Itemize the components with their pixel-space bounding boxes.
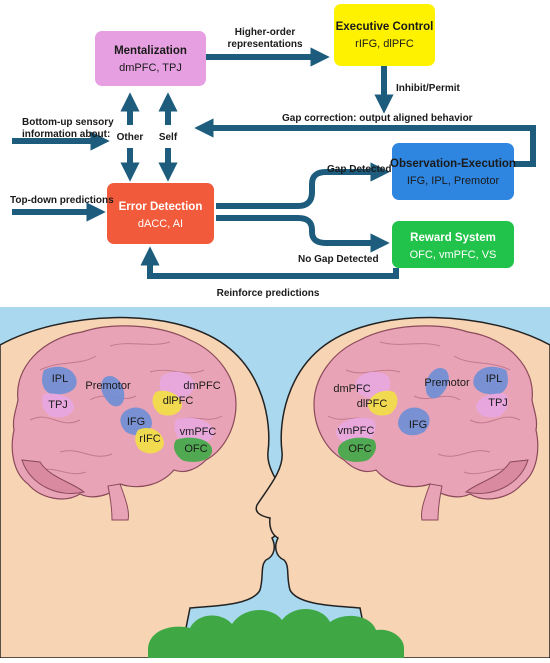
- mentalization-box: Mentalization dmPFC, TPJ: [95, 31, 206, 86]
- executive-title: Executive Control: [336, 21, 434, 33]
- label-gap-detected: Gap Detected: [327, 164, 391, 175]
- left-label-ipl: IPL: [52, 373, 69, 385]
- left-label-rifc: rIFC: [139, 433, 160, 445]
- arrow-reinforce-predictions: [140, 246, 399, 279]
- right-label-tpj: TPJ: [488, 397, 508, 409]
- mentalization-title: Mentalization: [114, 45, 187, 57]
- error-regions: dACC, AI: [138, 218, 183, 230]
- label-top-down: Top-down predictions: [10, 195, 114, 206]
- arrow-gap-correction: [194, 118, 536, 167]
- label-higher-order: Higher-order: [235, 27, 296, 38]
- error-title: Error Detection: [119, 201, 203, 213]
- right-label-dmpfc: dmPFC: [333, 383, 370, 395]
- arrow-gap-detected: [216, 162, 390, 209]
- right-label-vmpfc: vmPFC: [338, 425, 375, 437]
- left-region-vmpfc: [174, 417, 214, 445]
- grass: [148, 608, 404, 658]
- right-region-premotor: [425, 367, 449, 399]
- right-label-ifg: IFG: [409, 419, 427, 431]
- right-label-ofc: OFC: [348, 443, 371, 455]
- flow-diagram: Mentalization dmPFC, TPJ Executive Contr…: [10, 4, 536, 299]
- right-region-ipl: [473, 366, 508, 395]
- mentalization-regions: dmPFC, TPJ: [119, 62, 182, 74]
- observation-regions: IFG, IPL, Premotor: [407, 175, 500, 187]
- observation-title: Observation-Execution: [390, 158, 516, 170]
- brain-illustration: IPL TPJ Premotor dmPFC dlPFC IFG rIFC vm…: [0, 307, 550, 659]
- left-label-ifg: IFG: [127, 416, 145, 428]
- right-region-vmpfc: [336, 417, 376, 445]
- left-label-vmpfc: vmPFC: [180, 426, 217, 438]
- executive-regions: rIFG, dlPFC: [355, 38, 414, 50]
- left-label-dmpfc: dmPFC: [183, 380, 220, 392]
- reward-system-box: Reward System OFC, vmPFC, VS: [392, 221, 514, 268]
- right-region-ifg: [398, 407, 430, 436]
- left-region-ipl: [42, 366, 77, 395]
- right-brain-folds: [327, 341, 521, 475]
- left-region-dlpfc: [152, 390, 182, 416]
- right-label-premotor: Premotor: [424, 377, 470, 389]
- executive-control-box: Executive Control rIFG, dlPFC: [334, 4, 435, 66]
- label-representations: representations: [227, 39, 302, 50]
- right-brain: IPL TPJ Premotor dmPFC dlPFC IFG vmPFC O…: [313, 325, 539, 521]
- left-label-tpj: TPJ: [48, 399, 68, 411]
- label-gap-correction: Gap correction: output aligned behavior: [282, 113, 473, 124]
- left-brain: IPL TPJ Premotor dmPFC dlPFC IFG rIFC vm…: [11, 325, 237, 521]
- label-self: Self: [159, 132, 178, 143]
- reward-title: Reward System: [410, 232, 496, 244]
- right-region-ofc: [337, 437, 376, 462]
- arrow-no-gap-detected: [216, 215, 390, 253]
- left-label-ofc: OFC: [184, 443, 207, 455]
- label-inhibit-permit: Inhibit/Permit: [396, 83, 461, 94]
- right-region-tpj: [476, 393, 508, 418]
- left-label-dlpfc: dlPFC: [163, 395, 194, 407]
- observation-execution-box: Observation-Execution IFG, IPL, Premotor: [390, 143, 516, 200]
- left-label-premotor: Premotor: [85, 380, 131, 392]
- label-bottom-up-1: Bottom-up sensory: [22, 117, 114, 128]
- right-label-ipl: IPL: [486, 373, 503, 385]
- left-region-ofc: [174, 437, 213, 462]
- label-bottom-up-2: information about:: [22, 129, 110, 140]
- right-label-dlpfc: dlPFC: [357, 398, 388, 410]
- error-detection-box: Error Detection dACC, AI: [107, 183, 214, 244]
- label-no-gap-detected: No Gap Detected: [298, 254, 379, 265]
- left-region-rifc: [135, 427, 164, 454]
- left-region-tpj: [42, 393, 74, 418]
- right-region-dlpfc: [368, 390, 398, 416]
- reward-regions: OFC, vmPFC, VS: [410, 249, 497, 261]
- left-region-premotor: [101, 375, 125, 407]
- flow-arrows: [12, 47, 536, 279]
- label-other: Other: [117, 132, 144, 143]
- label-reinforce-predictions: Reinforce predictions: [217, 288, 320, 299]
